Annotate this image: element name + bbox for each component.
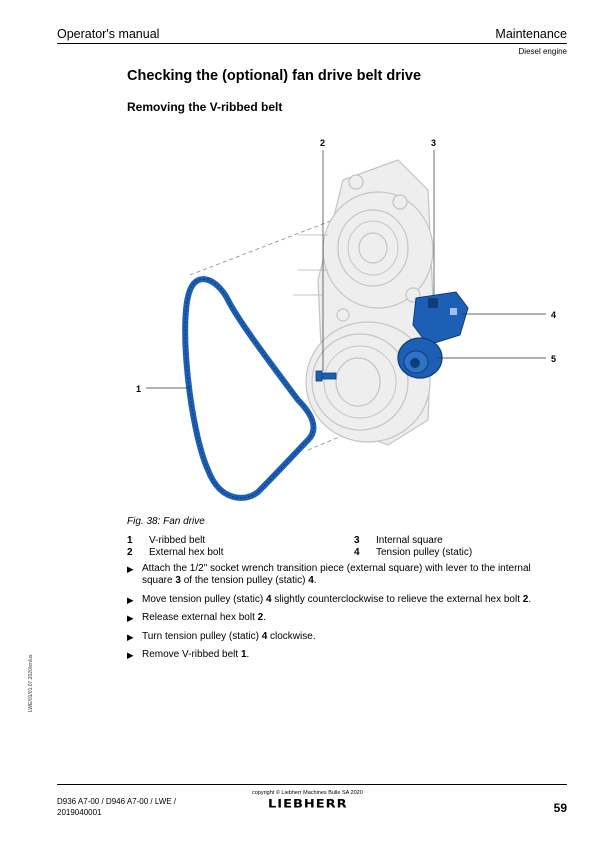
step-arrow-icon: ▶	[127, 613, 134, 623]
legend-label: V-ribbed belt	[149, 535, 206, 546]
legend-number: 3	[354, 535, 360, 546]
external-hex-bolt	[315, 370, 337, 382]
step-1: ▶Attach the 1/2" socket wrench transitio…	[127, 563, 531, 586]
header-section: Maintenance	[495, 27, 567, 41]
instruction-steps: ▶Attach the 1/2" socket wrench transitio…	[127, 563, 547, 668]
header-subsection: Diesel engine	[518, 47, 567, 56]
legend-row: 2 External hex bolt 4 Tension pulley (st…	[127, 547, 581, 559]
page-number: 59	[553, 801, 567, 815]
callout-1: 1	[136, 384, 141, 394]
tension-pulley	[397, 337, 443, 379]
header-manual-title: Operator's manual	[57, 27, 160, 41]
legend-row: 1 V-ribbed belt 3 Internal square	[127, 535, 581, 547]
step-2: ▶Move tension pulley (static) 4 slightly…	[127, 593, 532, 605]
legend-label: External hex bolt	[149, 546, 224, 558]
liebherr-logo: LIEBHERR	[268, 798, 348, 811]
header-divider	[57, 43, 567, 44]
step-3: ▶Release external hex bolt 2.	[127, 612, 266, 623]
step-arrow-icon: ▶	[127, 631, 134, 642]
internal-square-bracket	[412, 291, 469, 346]
v-ribbed-belt	[182, 276, 317, 501]
document-code-vertical: LWE/01/01.07.2020/en/us	[28, 654, 34, 712]
engine-housing	[305, 159, 434, 446]
section-subtitle: Removing the V-ribbed belt	[127, 100, 283, 114]
legend-label: Internal square	[376, 535, 443, 546]
step-4: ▶Turn tension pulley (static) 4 clockwis…	[127, 630, 316, 642]
legend-number: 4	[354, 546, 360, 558]
figure-legend: 1 V-ribbed belt 3 Internal square 2 Exte…	[127, 535, 581, 558]
callout-5: 5	[551, 354, 556, 364]
step-arrow-icon: ▶	[127, 564, 134, 574]
footer-copyright: copyright © Liebherr Machines Bulle SA 2…	[252, 790, 363, 796]
callout-2: 2	[320, 138, 325, 148]
footer-model-info: D936 A7-00 / D946 A7-00 / LWE / 20190400…	[57, 796, 176, 818]
legend-number: 2	[127, 546, 133, 558]
step-arrow-icon: ▶	[127, 594, 134, 605]
fan-drive-illustration: 2 3 4 5 1	[136, 138, 556, 501]
figure-caption: Fig. 38: Fan drive	[127, 516, 205, 527]
callout-3: 3	[431, 138, 436, 148]
step-5: ▶Remove V-ribbed belt 1.	[127, 649, 250, 660]
legend-number: 1	[127, 535, 133, 546]
callout-leaders	[146, 150, 546, 389]
legend-label: Tension pulley (static)	[376, 546, 473, 558]
step-arrow-icon: ▶	[127, 650, 134, 660]
page-title: Checking the (optional) fan drive belt d…	[127, 68, 422, 84]
footer-document-number: 2019040001	[57, 808, 102, 817]
footer-model-line: D936 A7-00 / D946 A7-00 / LWE /	[57, 797, 177, 806]
callout-4: 4	[551, 310, 556, 320]
footer-divider	[57, 784, 567, 785]
